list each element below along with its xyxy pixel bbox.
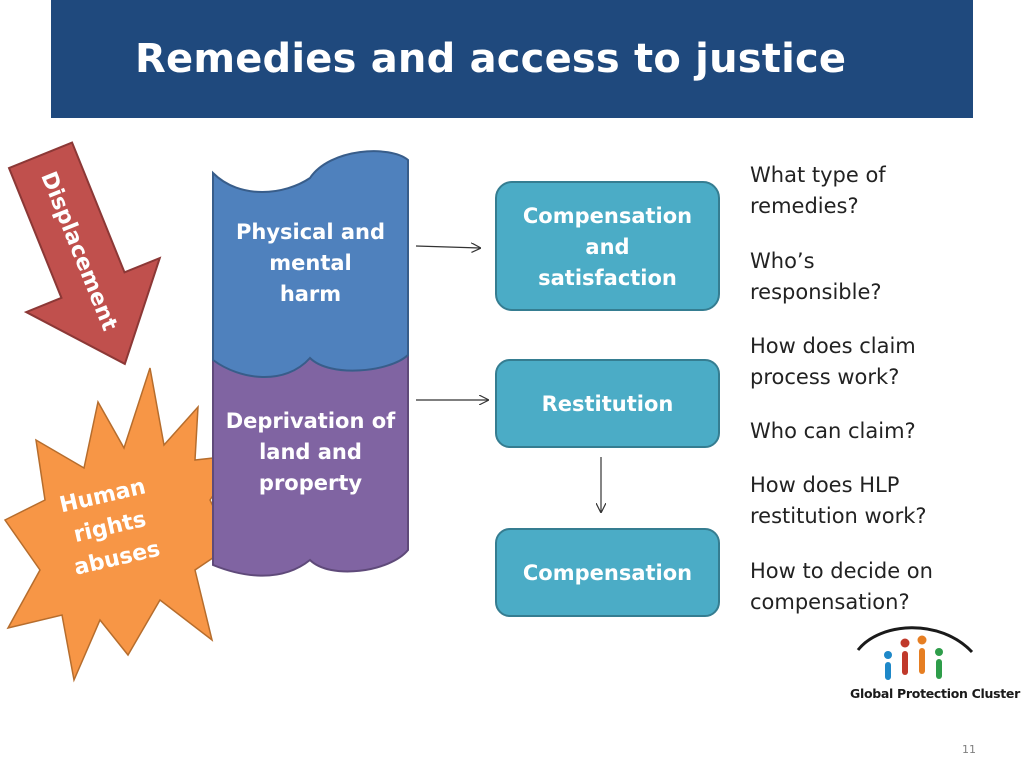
harm-physical-line-2: mental [269,251,352,275]
harm-label-deprivation: Deprivation of land and property [213,406,408,499]
remedy-box-compensation-satisfaction [495,181,720,311]
remedy-label-restitution: Restitution [496,389,719,420]
harm-scroll-physical [212,150,409,378]
harm-label-physical: Physical and mental harm [213,217,408,310]
remedy-box-compensation [495,528,720,617]
question-responsible: Who’s responsible? [750,249,882,304]
remedy-label-compensation: Compensation [496,558,719,589]
harm-deprivation-line-3: property [258,471,363,495]
remedy-2-line-1: Restitution [541,392,674,416]
remedy-1-line-2: and [585,235,630,259]
remedy-1-line-3: satisfaction [538,266,677,290]
harm-deprivation-line-1: Deprivation of [225,409,396,433]
question-claim-process: How does claim process work? [750,334,916,389]
harm-physical-line-1: Physical and [235,220,385,244]
harm-deprivation-line-2: land and [259,440,362,464]
arrow-physical-to-compensation [415,246,480,248]
people-arch-icon [856,626,974,680]
harm-physical-line-3: harm [279,282,342,306]
remedy-3-line-1: Compensation [522,561,693,585]
remedy-1-line-1: Compensation [522,204,693,228]
question-hlp-restitution: How does HLP restitution work? [750,473,927,528]
question-remedy-type: What type of remedies? [750,163,886,218]
header-bar [51,0,973,118]
remedy-box-restitution [495,359,720,448]
page-title: Remedies and access to justice [135,36,847,82]
question-who-can-claim: Who can claim? [750,419,916,443]
remedy-label-compensation-satisfaction: Compensation and satisfaction [496,201,719,294]
logo-name: Global Protection Cluster [850,686,1020,701]
displacement-arrow [7,141,162,366]
page-number: 11 [962,743,976,756]
question-compensation-decision: How to decide on compensation? [750,559,933,614]
